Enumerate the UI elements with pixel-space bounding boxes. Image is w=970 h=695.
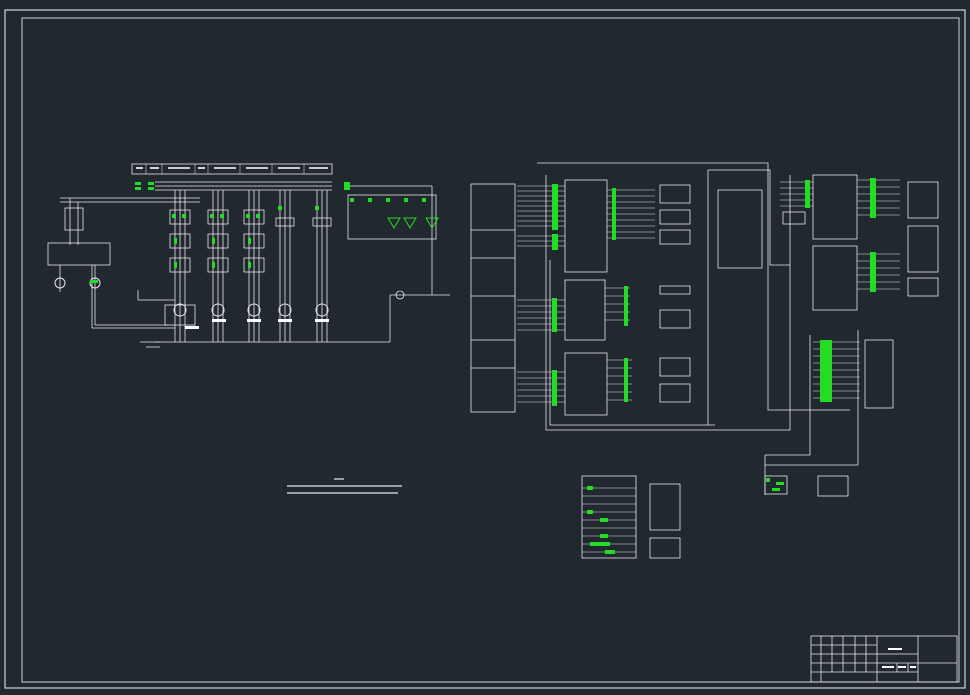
plc-module <box>812 174 858 240</box>
plc-module <box>812 245 858 311</box>
plc-module <box>564 279 606 341</box>
io-label-column <box>470 183 516 413</box>
power-circuit <box>47 163 450 348</box>
legend-box <box>717 189 763 269</box>
io-markers <box>552 178 876 554</box>
branch-5 <box>312 190 332 342</box>
inverter-block <box>47 242 111 266</box>
outer-border <box>4 9 966 689</box>
output-label-box <box>907 225 939 273</box>
output-label-box <box>659 357 691 377</box>
output-label-box <box>907 181 939 219</box>
lamp-symbol <box>387 217 439 229</box>
plc-section <box>470 162 939 559</box>
output-label-box <box>817 475 849 497</box>
ground-symbol <box>140 341 160 348</box>
output-label-box <box>907 277 939 297</box>
output-label-box <box>659 184 691 204</box>
inner-border <box>21 17 960 683</box>
output-label-box <box>864 339 894 409</box>
indicator-panel <box>347 194 437 240</box>
notes-block <box>287 478 402 494</box>
title-block <box>810 635 958 683</box>
motor-symbol <box>54 277 329 317</box>
output-label-box <box>659 285 691 295</box>
output-label-box <box>659 309 691 329</box>
output-label-box <box>659 229 691 245</box>
plc-module <box>564 179 608 273</box>
plc-module <box>564 352 608 416</box>
output-label-box <box>581 475 637 559</box>
output-label-box <box>659 209 691 225</box>
circuit-header-strip <box>131 163 333 175</box>
branch-1 <box>164 190 196 342</box>
contactor-qf1 <box>64 207 84 231</box>
output-label-box <box>649 537 681 559</box>
output-label-box <box>659 383 691 403</box>
terminal-markers <box>90 182 426 283</box>
branch-4 <box>275 190 295 342</box>
output-label-box <box>649 483 681 531</box>
